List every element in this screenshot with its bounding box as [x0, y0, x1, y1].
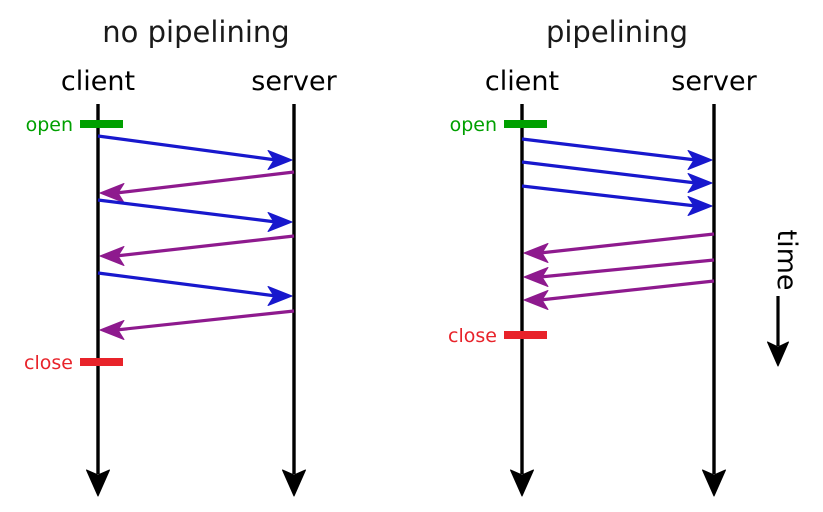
actor-label-server: server — [671, 66, 757, 97]
lifeline-arrowhead — [510, 469, 534, 497]
message-line — [539, 279, 715, 302]
time-axis-label: time — [771, 229, 802, 290]
lifeline-arrowhead — [86, 469, 110, 497]
message-line — [97, 134, 277, 162]
message-line — [97, 271, 277, 298]
message-response-5 — [523, 258, 715, 287]
message-line — [115, 170, 295, 195]
event-label-close: close — [24, 352, 73, 374]
actor-label-server: server — [251, 66, 337, 97]
message-response-6 — [99, 309, 295, 340]
message-arrowhead — [687, 150, 713, 170]
panel-title-pipelining: pipelining — [546, 15, 688, 49]
message-response-4 — [99, 234, 295, 266]
event-label-open: open — [450, 114, 497, 136]
message-line — [539, 232, 715, 255]
panel-title-no-pipelining: no pipelining — [102, 15, 289, 49]
message-line — [97, 198, 277, 224]
actor-label-client: client — [61, 66, 135, 97]
message-response-2 — [99, 170, 295, 203]
message-arrowhead — [99, 183, 125, 203]
time-axis-arrowhead — [767, 341, 789, 367]
message-line — [115, 234, 295, 258]
message-arrowhead — [99, 246, 125, 266]
message-request-5 — [97, 271, 293, 306]
message-line — [521, 184, 697, 208]
message-arrowhead — [523, 243, 549, 263]
message-arrowhead — [267, 212, 293, 232]
message-response-6 — [523, 279, 715, 310]
lifeline-client — [86, 104, 110, 497]
message-request-1 — [97, 134, 293, 170]
lifeline-server — [282, 104, 306, 497]
message-request-1 — [521, 137, 713, 170]
message-line — [521, 137, 697, 162]
lifeline-arrowhead — [282, 469, 306, 497]
message-request-3 — [521, 184, 713, 216]
message-request-3 — [97, 198, 293, 232]
message-arrowhead — [267, 150, 293, 170]
message-request-2 — [521, 160, 713, 193]
panel-no-pipelining: no pipelining client server open close — [24, 15, 338, 497]
message-arrowhead — [687, 173, 713, 193]
event-label-close: close — [448, 325, 497, 347]
message-line — [539, 258, 715, 279]
actor-label-client: client — [485, 66, 559, 97]
message-arrowhead — [99, 320, 125, 340]
message-arrowhead — [687, 196, 713, 216]
event-label-open: open — [26, 114, 73, 136]
message-line — [115, 309, 295, 332]
lifeline-client — [510, 104, 534, 497]
lifeline-arrowhead — [702, 469, 726, 497]
time-axis: time — [767, 229, 802, 367]
lifeline-server — [702, 104, 726, 497]
message-line — [521, 160, 697, 185]
message-arrowhead — [267, 286, 293, 306]
message-response-4 — [523, 232, 715, 263]
message-arrowhead — [523, 267, 549, 287]
message-arrowhead — [523, 290, 549, 310]
panel-pipelining: pipelining client server open close — [448, 15, 758, 497]
